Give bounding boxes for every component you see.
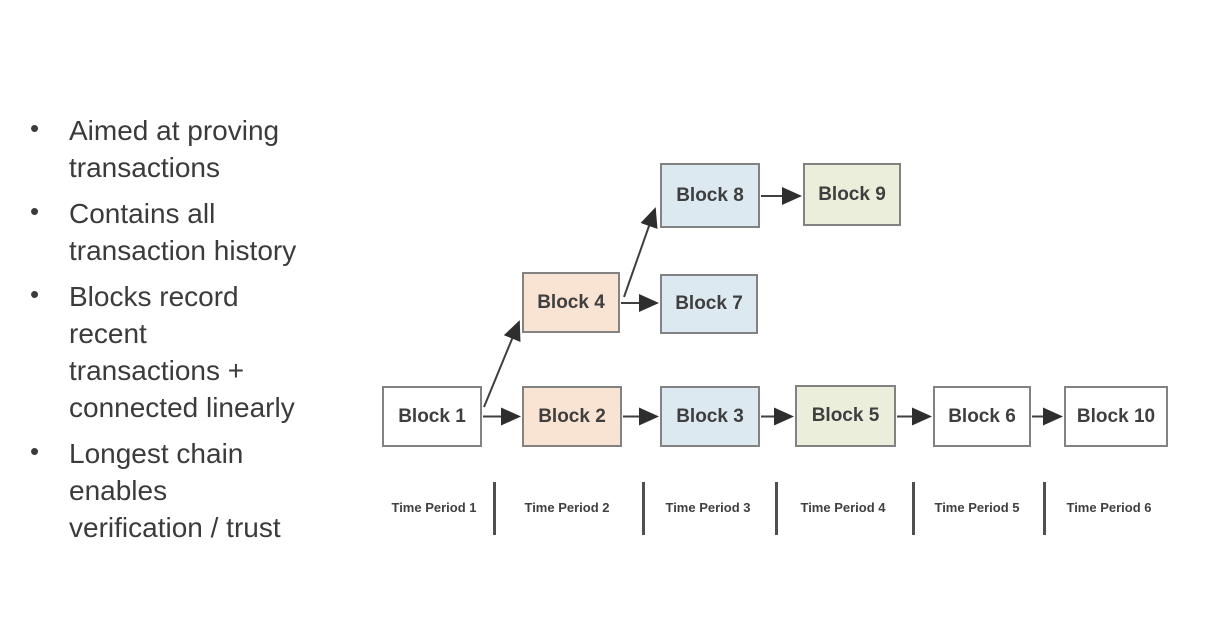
block-label: Block 9 [818,183,886,205]
arrow-block1-block4 [483,320,521,408]
block-label: Block 1 [398,405,466,427]
bullet-line: Blocks record [69,281,239,312]
bullet-line: connected linearly [69,392,295,423]
timeline-separator [912,482,915,535]
bullet-line: enables [69,475,168,506]
timeline-separator [642,482,645,535]
bullet-item-blocks-record: Blocks record recent transactions + conn… [28,276,364,426]
block-6: Block 6 [933,386,1031,447]
bullet-line: Longest chain [69,438,244,469]
block-4: Block 4 [522,272,620,333]
block-9: Block 9 [803,163,901,226]
bullet-line: transactions [69,152,220,183]
time-period-6: Time Period 6 [1066,500,1152,515]
time-period-3: Time Period 3 [665,500,751,515]
bullet-line: verification / trust [69,512,281,543]
arrow-block4-block8 [623,207,658,298]
bullet-line: Contains all [69,198,216,229]
block-5: Block 5 [795,385,896,447]
block-label: Block 6 [948,405,1016,427]
bullet-line: recent [69,318,147,349]
bullet-line: Aimed at proving [69,115,280,146]
time-period-2: Time Period 2 [524,500,610,515]
timeline-separator [493,482,496,535]
bullet-item-proving-transactions: Aimed at proving transactions [28,110,364,186]
block-2: Block 2 [522,386,622,447]
block-label: Block 2 [538,405,606,427]
bullet-list: Aimed at proving transactions Contains a… [28,110,364,555]
block-label: Block 7 [675,293,743,314]
bullet-item-longest-chain: Longest chain enables verification / tru… [28,433,364,546]
time-period-1: Time Period 1 [391,500,477,515]
block-10: Block 10 [1064,386,1168,447]
block-8: Block 8 [660,163,760,228]
block-label: Block 10 [1076,405,1156,427]
block-label: Block 4 [537,291,605,313]
bullet-item-transaction-history: Contains all transaction history [28,193,364,269]
timeline-separator [775,482,778,535]
block-1: Block 1 [382,386,482,447]
time-period-5: Time Period 5 [934,500,1020,515]
block-label: Block 5 [811,405,880,426]
block-7: Block 7 [660,274,758,334]
block-label: Block 3 [676,405,744,427]
bullet-line: transactions + [69,355,245,386]
block-3: Block 3 [660,386,760,447]
bullet-line: transaction history [69,235,297,266]
block-label: Block 8 [676,184,744,206]
timeline-separator [1043,482,1046,535]
time-period-4: Time Period 4 [800,500,886,515]
